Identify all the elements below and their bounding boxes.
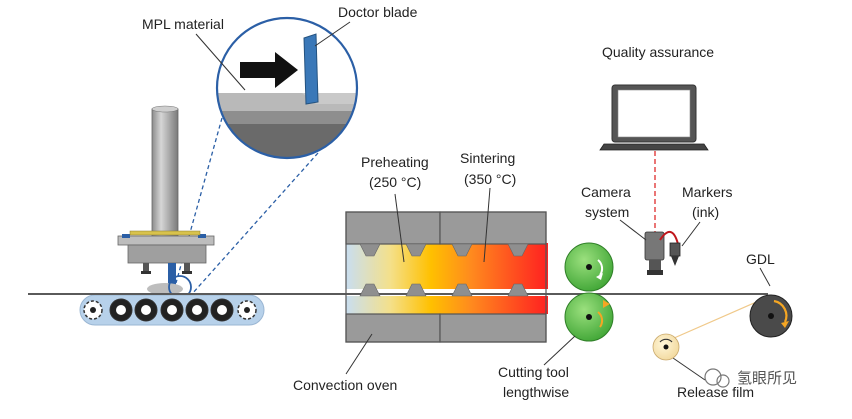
marker-pen-icon [659, 231, 681, 266]
coating-unit [117, 105, 215, 299]
label-camera: Camera [581, 184, 631, 200]
label-release-film: Release film [677, 384, 754, 400]
conveyor-roller [160, 298, 184, 322]
oven-air-nozzle [451, 243, 473, 257]
label-preheating-temp: (250 °C) [369, 174, 421, 190]
sintering-leader [483, 187, 491, 263]
watermark-text: 氢眼所见 [737, 369, 797, 387]
label-preheating: Preheating [361, 154, 429, 170]
doctor-blade-shape [303, 33, 319, 105]
oven-air-nozzle [405, 283, 427, 297]
oven-bottom-right [439, 313, 547, 343]
doctor-blade-leader [314, 21, 351, 47]
conveyor-roller [237, 300, 257, 320]
zoom-arrow [240, 52, 298, 88]
label-quality-assurance: Quality assurance [602, 44, 714, 60]
coating-cylinder [151, 108, 179, 238]
mpl-material-leader [195, 33, 246, 91]
release-film-path [664, 295, 771, 343]
conveyor-belt [79, 294, 265, 326]
wechat-watermark: 氢眼所见 [704, 368, 797, 388]
conveyor-roller [109, 298, 133, 322]
label-mpl-material: MPL material [142, 16, 224, 32]
oven-top-left [345, 211, 441, 245]
label-sintering: Sintering [460, 150, 515, 166]
label-convection-oven: Convection oven [293, 377, 397, 393]
convection-oven [345, 211, 548, 343]
gdl-leader [759, 267, 771, 287]
label-cutting-lengthwise: lengthwise [503, 384, 569, 400]
oven-air-nozzle [405, 243, 427, 257]
conveyor-roller [185, 298, 209, 322]
release-film-roll [652, 333, 680, 361]
label-markers: Markers [682, 184, 733, 200]
gdl-roll [749, 294, 793, 338]
conveyor-roller [134, 298, 158, 322]
zoom-magnifier [215, 16, 359, 160]
cutting-leader [543, 335, 576, 366]
cutting-tool [564, 242, 614, 342]
oven-air-nozzle [451, 283, 473, 297]
label-cutting-tool: Cutting tool [498, 364, 569, 380]
oven-air-nozzle [507, 283, 529, 297]
laptop-icon [599, 84, 709, 151]
oven-air-nozzle [507, 243, 529, 257]
oven-heating-zone-lower [346, 296, 548, 314]
release-film-leader [672, 357, 706, 381]
conveyor-roller [83, 300, 103, 320]
label-gdl: GDL [746, 251, 775, 267]
oven-air-nozzle [359, 283, 381, 297]
label-markers-ink: (ink) [692, 204, 719, 220]
laptop-screen [617, 89, 691, 138]
label-camera-system: system [585, 204, 629, 220]
label-doctor-blade: Doctor blade [338, 4, 418, 20]
markers-leader [681, 221, 701, 247]
label-sintering-temp: (350 °C) [464, 171, 516, 187]
zoom-mpl-wedge [217, 93, 357, 111]
oven-leader [345, 333, 373, 375]
conveyor-roller [210, 298, 234, 322]
coating-head-body [127, 244, 207, 264]
oven-top-right [439, 211, 547, 245]
camera-leader [619, 219, 647, 241]
preheating-leader [394, 193, 405, 263]
camera-icon [644, 231, 665, 275]
oven-air-nozzle [359, 243, 381, 257]
oven-bottom-left [345, 313, 441, 343]
